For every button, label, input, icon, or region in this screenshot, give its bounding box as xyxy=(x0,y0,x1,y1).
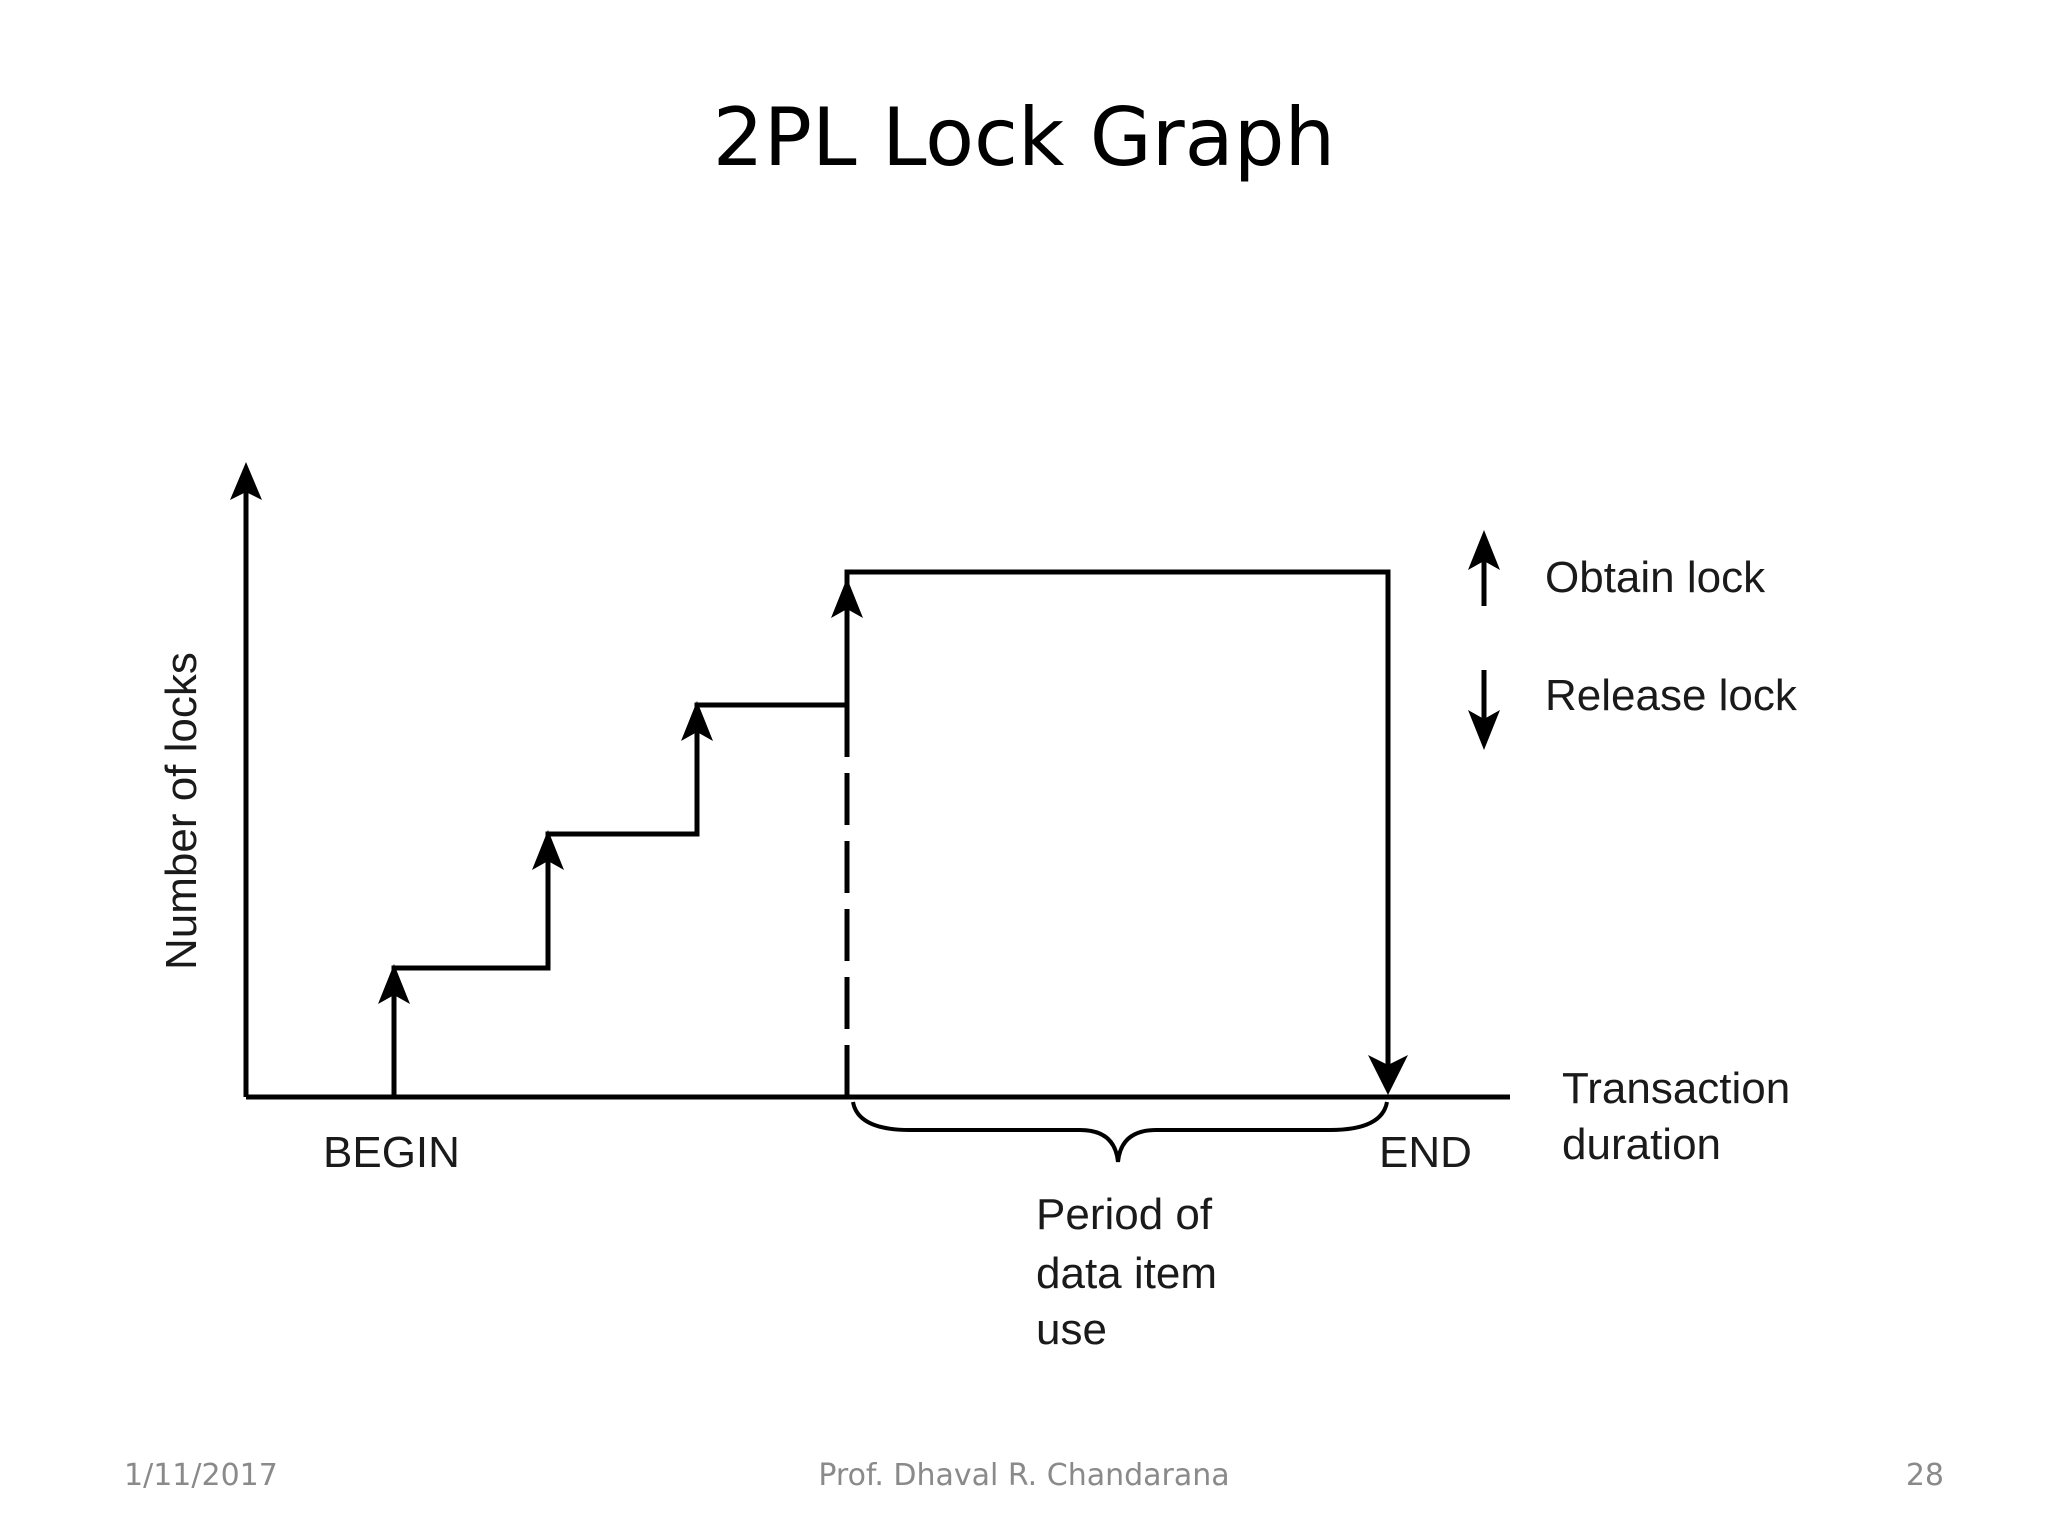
obtain-lock-arrows xyxy=(378,578,863,1004)
footer-page-number: 28 xyxy=(1905,1458,1944,1493)
slide-title: 2PL Lock Graph xyxy=(712,91,1336,184)
legend-obtain-label: Obtain lock xyxy=(1545,553,1766,602)
y-axis xyxy=(230,462,262,1097)
release-lock-arrow-icon xyxy=(1368,1055,1408,1095)
y-axis-label: Number of locks xyxy=(157,652,206,970)
lock-point-step xyxy=(844,569,1391,1070)
obtain-lock-arrow-icon xyxy=(532,830,564,870)
growing-phase-steps xyxy=(391,702,847,1097)
obtain-lock-legend-arrow-icon xyxy=(1468,530,1500,570)
obtain-lock-arrow-icon xyxy=(681,701,713,741)
begin-label: BEGIN xyxy=(323,1128,460,1177)
footer-author: Prof. Dhaval R. Chandarana xyxy=(818,1458,1230,1493)
period-brace xyxy=(851,1101,1389,1163)
period-label-line3: use xyxy=(1036,1305,1107,1354)
legend-release-label: Release lock xyxy=(1545,671,1798,720)
footer-date: 1/11/2017 xyxy=(124,1458,278,1493)
legend: Obtain lock Release lock xyxy=(1468,530,1798,750)
x-axis-label-line2: duration xyxy=(1562,1120,1721,1169)
period-label-line2: data item xyxy=(1036,1249,1217,1298)
obtain-lock-arrow-icon xyxy=(378,964,410,1004)
y-axis-arrow-icon xyxy=(230,462,262,500)
release-lock-legend-arrow-icon xyxy=(1468,710,1500,750)
period-label-line1: Period of xyxy=(1036,1190,1213,1239)
end-label: END xyxy=(1379,1128,1472,1177)
x-axis-label-line1: Transaction xyxy=(1562,1064,1790,1113)
